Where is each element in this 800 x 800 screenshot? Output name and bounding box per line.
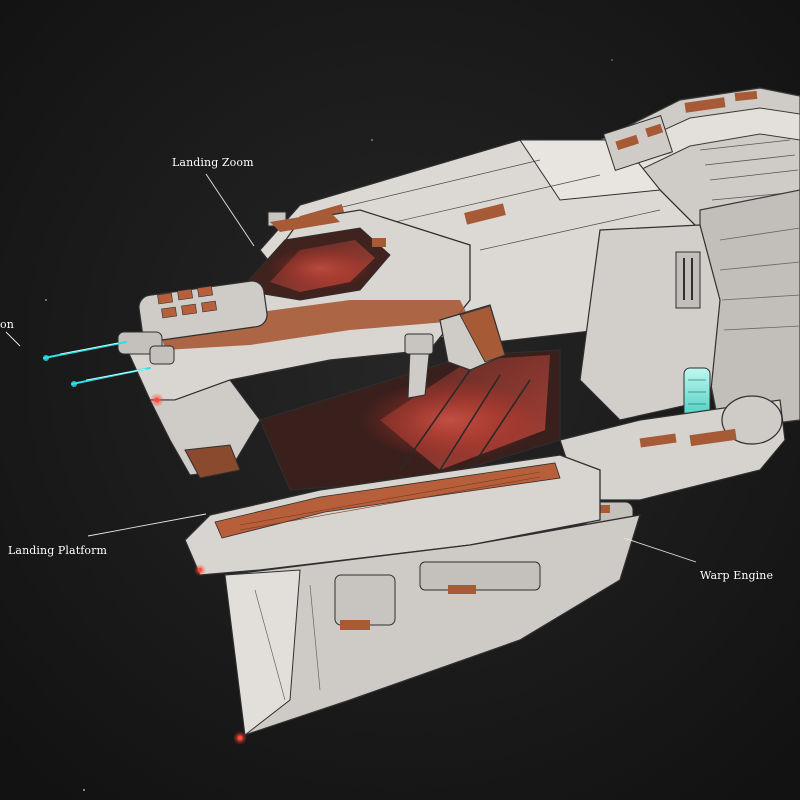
label-weapon-fragment: on — [0, 318, 14, 331]
callout-leader-lines — [5, 173, 697, 563]
landing-bay-interior — [259, 344, 561, 491]
leader-warp-engine — [623, 537, 697, 563]
lower-keel — [224, 514, 641, 745]
label-warp-engine: Warp Engine — [700, 569, 774, 582]
label-landing-platform: Landing Platform — [8, 544, 108, 557]
bow-section — [117, 209, 471, 479]
label-landing-zoom: Landing Zoom — [172, 156, 254, 169]
leader-landing-platform — [87, 513, 207, 537]
leader-landing-zoom — [205, 173, 255, 247]
landing-platform — [184, 454, 601, 576]
leader-weapon — [5, 331, 21, 347]
engine-tower — [579, 224, 721, 427]
sensor-pylon — [404, 304, 506, 371]
cockpit-module — [117, 280, 268, 365]
weapon-laser-bolts — [43, 341, 151, 387]
